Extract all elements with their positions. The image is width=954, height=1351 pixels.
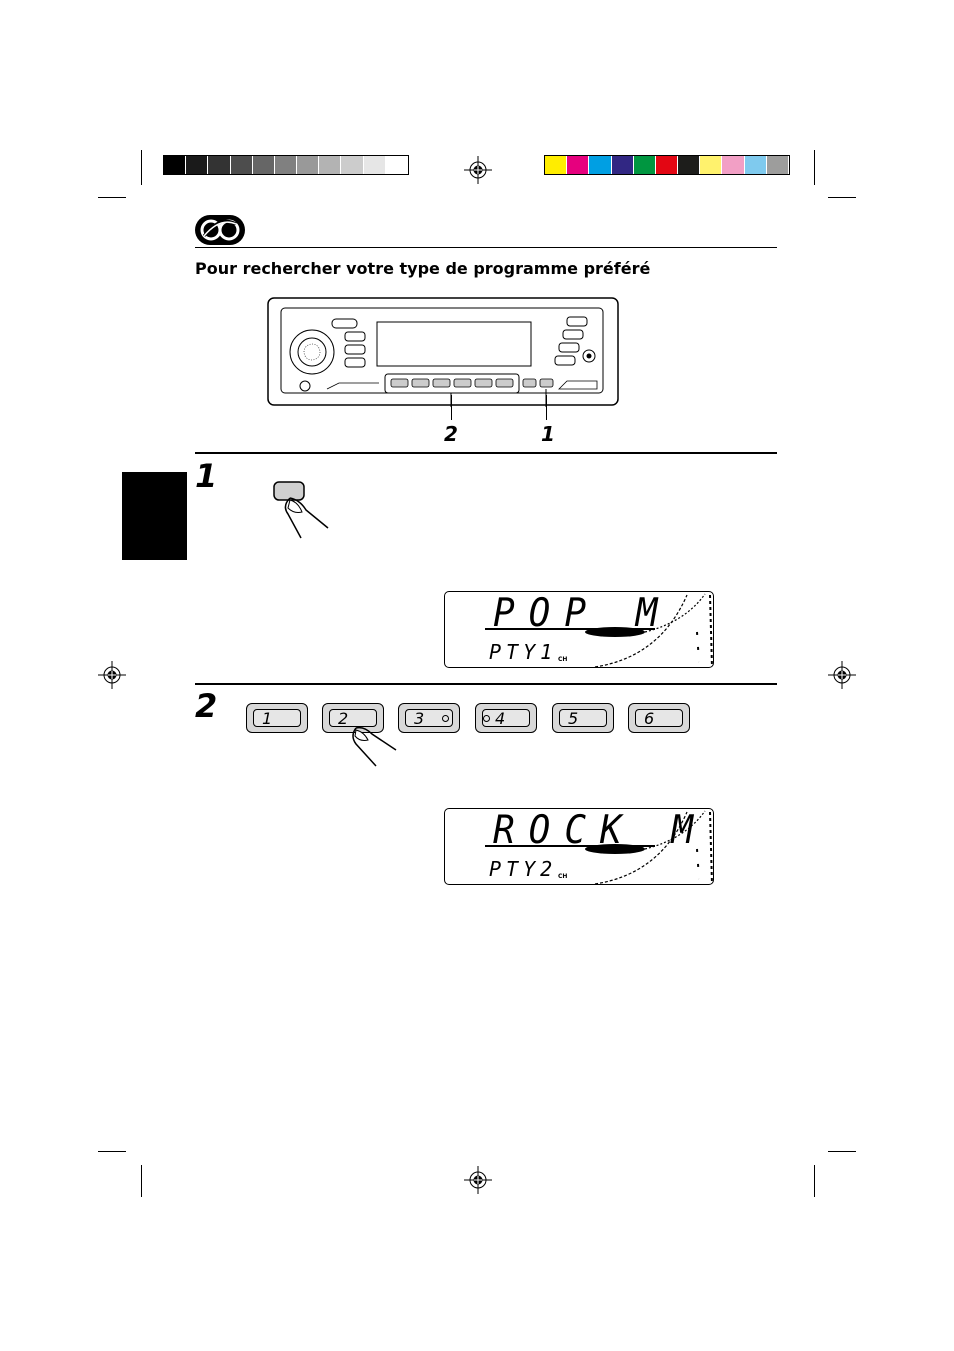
grayscale-swatch bbox=[363, 156, 386, 174]
grayscale-swatch bbox=[230, 156, 253, 174]
crop-mark-top-right-h bbox=[828, 197, 856, 198]
step-2-number: 2 bbox=[195, 687, 218, 725]
registration-target-bottom-icon bbox=[464, 1166, 492, 1194]
registration-target-left-icon bbox=[98, 661, 126, 689]
lcd-display-step-1: POP M PTY1 CH bbox=[444, 591, 714, 668]
color-swatch bbox=[744, 156, 767, 174]
preset-button-6-label: 6 bbox=[635, 709, 683, 727]
preset-button-1: 1 bbox=[246, 703, 308, 733]
grayscale-swatch bbox=[208, 156, 231, 174]
color-swatch bbox=[633, 156, 656, 174]
lcd-underline bbox=[485, 628, 655, 630]
color-swatch bbox=[700, 156, 723, 174]
language-tab bbox=[122, 472, 187, 560]
lcd-ch-indicator: CH bbox=[558, 656, 568, 663]
color-swatch bbox=[655, 156, 679, 174]
lcd-sub-text: PTY2 bbox=[489, 857, 558, 881]
preset-button-press-icon bbox=[352, 726, 397, 767]
grayscale-swatch bbox=[252, 156, 275, 174]
crop-mark-bottom-left-v bbox=[141, 1165, 142, 1197]
grayscale-swatch bbox=[274, 156, 298, 174]
lcd-display-step-2: ROCK M PTY2 CH bbox=[444, 808, 714, 885]
lcd-ch-indicator: CH bbox=[558, 873, 568, 880]
preset-button-5-label: 5 bbox=[559, 709, 607, 727]
color-swatch bbox=[766, 156, 789, 174]
crop-mark-top-left-h bbox=[98, 197, 126, 198]
color-swatch bbox=[678, 156, 701, 174]
step-1-rule bbox=[195, 452, 777, 454]
color-swatch bbox=[722, 156, 745, 174]
crop-mark-bottom-right-h bbox=[828, 1151, 856, 1152]
color-registration-bar bbox=[544, 155, 790, 175]
callout-line-1 bbox=[546, 395, 547, 420]
crop-mark-bottom-right-v bbox=[814, 1165, 815, 1197]
preset-button-3-label: 3 bbox=[405, 709, 453, 727]
grayscale-registration-bar bbox=[163, 155, 409, 175]
crop-mark-top-right-v bbox=[814, 150, 815, 185]
step-2-rule bbox=[195, 683, 777, 685]
crop-mark-top-left-v bbox=[141, 150, 142, 185]
preset-dot-icon bbox=[483, 715, 490, 722]
preset-button-3: 3 bbox=[398, 703, 460, 733]
lcd-disc-graphic-icon bbox=[585, 593, 713, 667]
grayscale-swatch bbox=[164, 156, 187, 174]
registration-target-top-icon bbox=[464, 156, 492, 184]
preset-button-5: 5 bbox=[552, 703, 614, 733]
callout-label-1: 1 bbox=[541, 422, 555, 446]
preset-button-6: 6 bbox=[628, 703, 690, 733]
registration-target-right-icon bbox=[828, 661, 856, 689]
grayscale-swatch bbox=[341, 156, 364, 174]
grayscale-swatch bbox=[385, 156, 408, 174]
grayscale-swatch bbox=[186, 156, 209, 174]
color-swatch bbox=[589, 156, 612, 174]
lcd-main-text: ROCK M bbox=[493, 808, 708, 853]
color-swatch bbox=[545, 156, 568, 174]
lcd-disc-graphic-icon bbox=[585, 810, 713, 884]
lcd-underline bbox=[485, 845, 655, 847]
section-heading: Pour rechercher votre type de programme … bbox=[195, 259, 651, 278]
preset-button-1-label: 1 bbox=[253, 709, 301, 727]
color-swatch bbox=[611, 156, 634, 174]
preset-button-4-label: 4 bbox=[482, 709, 530, 727]
callout-line-2 bbox=[451, 395, 452, 420]
preset-dot-icon bbox=[442, 715, 449, 722]
crop-mark-bottom-left-h bbox=[98, 1151, 126, 1152]
preset-button-2-label: 2 bbox=[329, 709, 377, 727]
color-swatch bbox=[567, 156, 590, 174]
rds-logo-icon bbox=[195, 215, 245, 245]
header-rule bbox=[195, 247, 777, 248]
preset-button-4: 4 bbox=[475, 703, 537, 733]
lcd-main-text: POP M bbox=[493, 591, 672, 636]
car-stereo-faceplate-illustration bbox=[267, 297, 619, 407]
pty-button-press-icon bbox=[273, 481, 329, 539]
grayscale-swatch bbox=[319, 156, 342, 174]
grayscale-swatch bbox=[297, 156, 320, 174]
lcd-sub-text: PTY1 bbox=[489, 640, 558, 664]
step-1-number: 1 bbox=[195, 457, 218, 495]
callout-label-2: 2 bbox=[444, 422, 458, 446]
